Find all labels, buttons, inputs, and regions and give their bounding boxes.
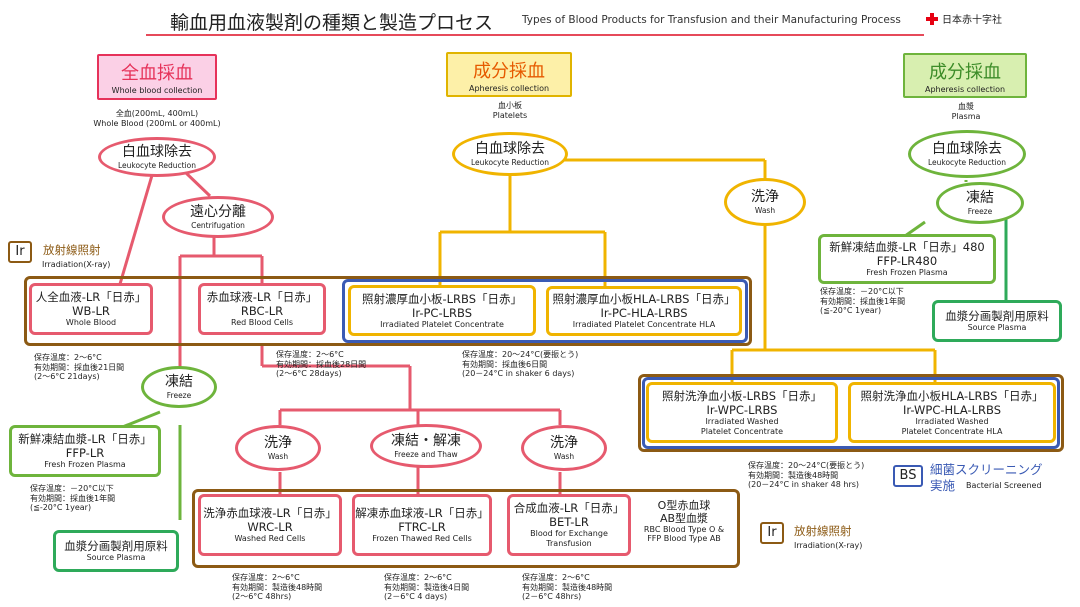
screening-frame-right	[642, 377, 1060, 449]
irradiation-tag: Ir	[760, 522, 784, 544]
product-wrc-lr: 洗浄赤血球液-LR「日赤」 WRC-LR Washed Red Cells	[198, 494, 342, 556]
source-platelets: 血小板 Platelets	[492, 101, 528, 120]
category-apheresis-plasma: 成分採血 Apheresis collection	[903, 53, 1027, 98]
irradiation-tag: Ir	[8, 241, 32, 263]
irradiation-frame-top	[24, 276, 752, 346]
process-leukocyte-reduction-platelet: 白血球除去 Leukocyte Reduction	[452, 132, 568, 176]
product-ir-wpc-hla-lrbs: 照射洗浄血小板HLA-LRBS「日赤」 Ir-WPC-HLA-LRBS Irra…	[848, 382, 1056, 443]
line-lr-to-wb	[118, 171, 155, 285]
screening-tag: BS	[893, 465, 923, 487]
irradiation-label: 放射線照射	[794, 524, 852, 538]
product-ftrc-lr: 解凍赤血球液-LR「日赤」 FTRC-LR Frozen Thawed Red …	[352, 494, 492, 556]
product-bet-lr: 合成血液-LR「日赤」 BET-LR Blood for Exchange Tr…	[507, 494, 631, 556]
page-title: 輸血用血液製剤の種類と製造プロセス	[170, 12, 494, 34]
process-wash-rbc: 洗浄 Wash	[235, 425, 321, 471]
category-label-en: Apheresis collection	[924, 85, 1006, 94]
storage-note-wb: 保存温度：2～6°C 有効期間：採血後21日間 (2～6°C 21days)	[34, 353, 125, 381]
storage-note-wpc: 保存温度：20～24°C(要振とう) 有効期間：製造後48時間 (20－24°C…	[748, 461, 865, 489]
product-ffp-lr: 新鮮凍結血漿-LR「日赤」 FFP-LR Fresh Frozen Plasma	[9, 425, 161, 477]
storage-note-pc: 保存温度：20～24°C(要振とう) 有効期間：採血後6日間 (20－24°C …	[462, 350, 579, 378]
org-name: 日本赤十字社	[942, 15, 1002, 26]
line-lr-to-centri	[183, 170, 212, 198]
source-whole: 全血(200mL, 400mL) Whole Blood (200mL or 4…	[93, 109, 221, 128]
category-label: 全血採血	[121, 63, 193, 84]
screening-frame-top	[342, 279, 748, 343]
irradiation-label: 放射線照射	[43, 243, 101, 257]
red-cross-icon	[926, 12, 938, 25]
org-logo: 日本赤十字社	[926, 11, 1002, 26]
bet-composition-note: O型赤血球 AB型血漿 RBC Blood Type O & FFP Blood…	[643, 499, 725, 543]
storage-note-ffp480: 保存温度：－20°C以下 有効期間：採血後1年間 (≦-20°C 1year)	[820, 287, 906, 315]
process-leukocyte-reduction-plasma: 白血球除去 Leukocyte Reduction	[908, 130, 1026, 178]
process-freeze-whole: 凍結 Freeze	[141, 366, 217, 408]
process-wash-bet: 洗浄 Wash	[521, 425, 607, 471]
product-source-plasma-left: 血漿分画製剤用原料 Source Plasma	[53, 530, 179, 572]
irradiation-frame-bottom	[192, 489, 740, 568]
product-ir-pc-hla-lrbs: 照射濃厚血小板HLA-LRBS「日赤」 Ir-PC-HLA-LRBS Irrad…	[546, 286, 742, 336]
category-apheresis-platelet: 成分採血 Apheresis collection	[446, 52, 572, 97]
category-label: 成分採血	[929, 62, 1001, 83]
process-leukocyte-reduction-whole: 白血球除去 Leukocyte Reduction	[98, 137, 216, 177]
irradiation-label-en: Irradiation(X-ray)	[794, 541, 863, 550]
header-rule	[146, 34, 924, 36]
product-wb-lr: 人全血液-LR「日赤」 WB-LR Whole Blood	[29, 283, 153, 335]
screening-label-2: 実施	[930, 478, 956, 493]
process-wash-platelet: 洗浄 Wash	[724, 178, 806, 226]
storage-note-ftrc: 保存温度：2～6°C 有効期間：製造後4日間 (2－6°C 4 days)	[384, 573, 470, 601]
category-whole-blood: 全血採血 Whole blood collection	[97, 54, 217, 100]
page-title-en: Types of Blood Products for Transfusion …	[522, 14, 901, 26]
storage-note-ffp: 保存温度：－20°C以下 有効期間：採血後1年間 (≦-20°C 1year)	[30, 484, 116, 512]
process-centrifugation: 遠心分離 Centrifugation	[162, 196, 274, 238]
product-ir-wpc-lrbs: 照射洗浄血小板-LRBS「日赤」 Ir-WPC-LRBS Irradiated …	[646, 382, 838, 443]
screening-label-en: Bacterial Screened	[966, 481, 1042, 490]
category-label: 成分採血	[473, 61, 545, 82]
process-freeze-plasma: 凍結 Freeze	[936, 182, 1024, 224]
category-label-en: Apheresis collection	[468, 84, 550, 93]
process-freeze-thaw: 凍結・解凍 Freeze and Thaw	[370, 424, 482, 468]
line-freeze-to-ffp480	[904, 220, 926, 238]
product-ir-pc-lrbs: 照射濃厚血小板-LRBS「日赤」 Ir-PC-LRBS Irradiated P…	[348, 285, 536, 336]
irradiation-frame-right	[638, 374, 1064, 452]
screening-label: 細菌スクリーニング	[930, 462, 1043, 477]
category-label-en: Whole blood collection	[111, 86, 203, 95]
product-ffp-lr480: 新鮮凍結血漿-LR「日赤」480 FFP-LR480 Fresh Frozen …	[818, 234, 996, 284]
storage-note-wrc: 保存温度：2～6°C 有効期間：製造後48時間 (2～6°C 48hrs)	[232, 573, 323, 601]
irradiation-label-en: Irradiation(X-ray)	[42, 260, 111, 269]
storage-note-rbc: 保存温度：2～6°C 有効期間：採血後28日間 (2～6°C 28days)	[276, 350, 367, 378]
product-source-plasma-right: 血漿分画製剤用原料 Source Plasma	[932, 300, 1062, 342]
storage-note-bet: 保存温度：2～6°C 有効期間：製造後48時間 (2－6°C 48hrs)	[522, 573, 613, 601]
product-rbc-lr: 赤血球液-LR「日赤」 RBC-LR Red Blood Cells	[198, 283, 326, 335]
source-plasma: 血漿 Plasma	[951, 102, 981, 121]
